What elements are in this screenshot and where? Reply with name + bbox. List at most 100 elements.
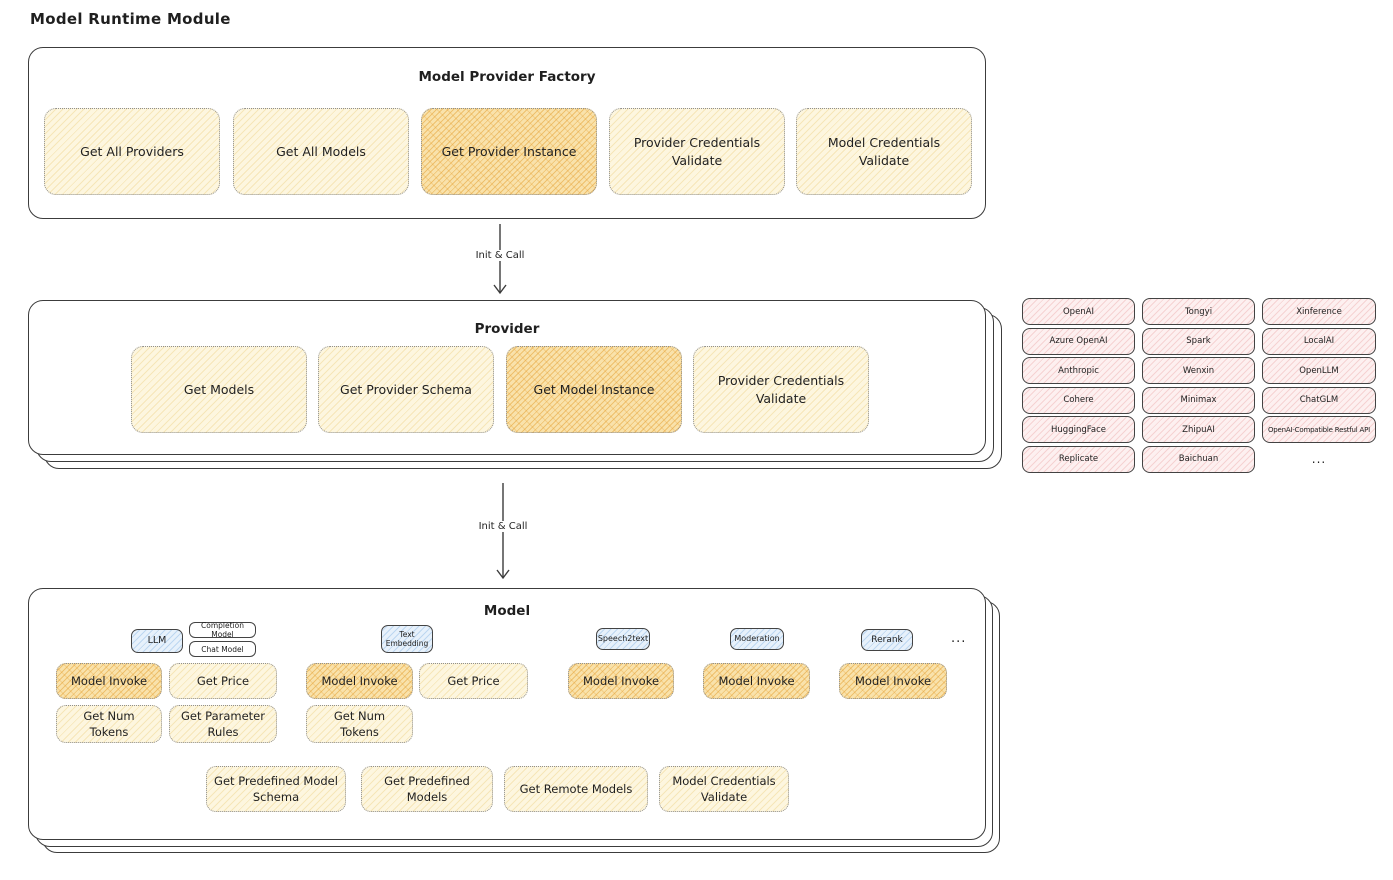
provider-chip-label: Wenxin <box>1182 365 1215 376</box>
provider-list-more: ... <box>1311 452 1327 466</box>
provider-chip-minimax: Minimax <box>1142 386 1255 414</box>
node-label: Get Parameter Rules <box>181 708 265 739</box>
provider-chip-label: Xinference <box>1296 306 1342 317</box>
node-moderation-model-invoke: Model Invoke <box>703 663 810 699</box>
model-provider-factory-box: Model Provider Factory Get All Providers… <box>28 47 986 219</box>
provider-chip-label: Tongyi <box>1184 306 1213 317</box>
model-type-chip-rerank: Rerank <box>861 629 913 651</box>
provider-chip-baichuan: Baichuan <box>1142 445 1255 473</box>
diagram-title: Model Runtime Module <box>30 10 231 28</box>
node-get-provider-schema: Get Provider Schema <box>318 346 494 433</box>
node-embedding-get-num-tokens: Get Num Tokens <box>306 705 413 743</box>
node-label: Get Predefined Models <box>384 773 470 804</box>
model-box: Model LLM Completion Model Chat Model Te… <box>28 588 986 840</box>
node-get-provider-instance: Get Provider Instance <box>421 108 597 195</box>
provider-chip-label: Baichuan <box>1178 454 1219 464</box>
provider-chip-label: Azure OpenAI <box>1049 336 1108 346</box>
node-get-model-instance: Get Model Instance <box>506 346 682 433</box>
provider-chip-replicate: Replicate <box>1022 445 1135 473</box>
provider-chip-label: OpenAI-Compatible Restful API <box>1268 425 1370 434</box>
node-label: Get Predefined Model Schema <box>214 773 338 804</box>
node-label: Model Credentials Validate <box>672 773 776 804</box>
node-label: Provider Credentials Validate <box>633 135 761 168</box>
chip-label: Moderation <box>734 634 780 644</box>
node-get-remote-models: Get Remote Models <box>504 766 648 812</box>
chip-label: Text Embedding <box>385 630 429 648</box>
provider-chip-openai-compatible: OpenAI-Compatible Restful API <box>1262 416 1376 443</box>
provider-chip-label: HuggingFace <box>1051 424 1106 435</box>
provider-chip-zhipuai: ZhipuAI <box>1142 416 1255 443</box>
node-label: Get All Models <box>276 143 366 159</box>
node-label: Get Model Instance <box>533 381 655 397</box>
factory-title: Model Provider Factory <box>418 69 596 85</box>
node-label: Get Num Tokens <box>333 708 386 739</box>
model-type-chip-speech2text: Speech2text <box>596 628 650 650</box>
provider-chip-chatglm: ChatGLM <box>1262 386 1376 414</box>
node-label: Model Invoke <box>70 673 148 688</box>
node-rerank-model-invoke: Model Invoke <box>839 663 947 699</box>
provider-chip-label: LocalAI <box>1303 336 1335 346</box>
provider-chip-openai: OpenAI <box>1022 298 1135 325</box>
provider-title: Provider <box>474 321 540 337</box>
node-get-models: Get Models <box>131 346 307 433</box>
node-get-all-models: Get All Models <box>233 108 409 195</box>
node-provider-credentials-validate: Provider Credentials Validate <box>609 108 785 195</box>
node-label: Model Invoke <box>321 673 398 688</box>
provider-chip-azure-openai: Azure OpenAI <box>1022 327 1135 355</box>
model-types-more: ... <box>951 631 967 646</box>
node-label: Model Invoke <box>718 673 795 688</box>
node-label: Get Num Tokens <box>83 708 135 739</box>
node-embedding-get-price: Get Price <box>419 663 528 699</box>
node-label: Model Invoke <box>854 673 932 688</box>
provider-chip-anthropic: Anthropic <box>1022 357 1135 384</box>
provider-chip-spark: Spark <box>1142 327 1255 355</box>
provider-chip-label: Replicate <box>1058 454 1099 464</box>
chip-label: LLM <box>147 635 167 647</box>
chip-label: Chat Model <box>201 644 244 654</box>
model-title: Model <box>483 603 531 619</box>
node-label: Get All Providers <box>80 143 184 159</box>
node-get-predefined-model-schema: Get Predefined Model Schema <box>206 766 346 812</box>
node-provider-credentials-validate-2: Provider Credentials Validate <box>693 346 869 433</box>
provider-box: Provider Get Models Get Provider Schema … <box>28 300 986 455</box>
node-llm-model-invoke: Model Invoke <box>56 663 162 699</box>
provider-chip-label: Spark <box>1186 336 1211 346</box>
model-type-chip-text-embedding: Text Embedding <box>381 625 433 653</box>
chip-label: Completion Model <box>201 621 244 639</box>
provider-chip-label: Minimax <box>1180 395 1217 405</box>
provider-chip-wenxin: Wenxin <box>1142 357 1255 384</box>
provider-chip-tongyi: Tongyi <box>1142 298 1255 325</box>
node-llm-get-parameter-rules: Get Parameter Rules <box>169 705 277 743</box>
node-llm-get-num-tokens: Get Num Tokens <box>56 705 162 743</box>
node-label: Get Provider Instance <box>441 143 577 159</box>
provider-list: OpenAI Tongyi Xinference Azure OpenAI Sp… <box>1022 298 1376 473</box>
init-call-label-1: Init & Call <box>471 250 529 261</box>
node-label: Get Price <box>447 673 500 688</box>
provider-chip-label: Anthropic <box>1058 365 1099 376</box>
model-type-chip-chat-model: Chat Model <box>189 641 256 657</box>
provider-chip-label: ChatGLM <box>1299 395 1339 405</box>
provider-chip-cohere: Cohere <box>1022 386 1135 414</box>
node-model-credentials-validate: Model Credentials Validate <box>796 108 972 195</box>
chip-label: Rerank <box>871 634 903 645</box>
node-llm-get-price: Get Price <box>169 663 277 699</box>
node-label: Provider Credentials Validate <box>717 373 845 406</box>
node-get-predefined-models: Get Predefined Models <box>361 766 493 812</box>
provider-chip-label: OpenLLM <box>1299 365 1339 376</box>
model-type-chip-moderation: Moderation <box>730 628 784 650</box>
node-get-all-providers: Get All Providers <box>44 108 220 195</box>
node-label: Model Credentials Validate <box>827 135 941 168</box>
provider-chip-label: OpenAI <box>1062 306 1095 317</box>
node-embedding-model-invoke: Model Invoke <box>306 663 413 699</box>
model-type-chip-completion-model: Completion Model <box>189 621 256 639</box>
node-label: Get Remote Models <box>519 781 633 796</box>
model-type-chip-llm: LLM <box>131 629 183 653</box>
provider-chip-xinference: Xinference <box>1262 298 1376 325</box>
provider-chip-huggingface: HuggingFace <box>1022 416 1135 443</box>
init-call-label-2: Init & Call <box>474 521 532 532</box>
node-label: Get Provider Schema <box>340 381 472 397</box>
provider-chip-openllm: OpenLLM <box>1262 357 1376 384</box>
init-call-arrow-2 <box>496 483 510 580</box>
provider-chip-label: Cohere <box>1063 395 1094 405</box>
